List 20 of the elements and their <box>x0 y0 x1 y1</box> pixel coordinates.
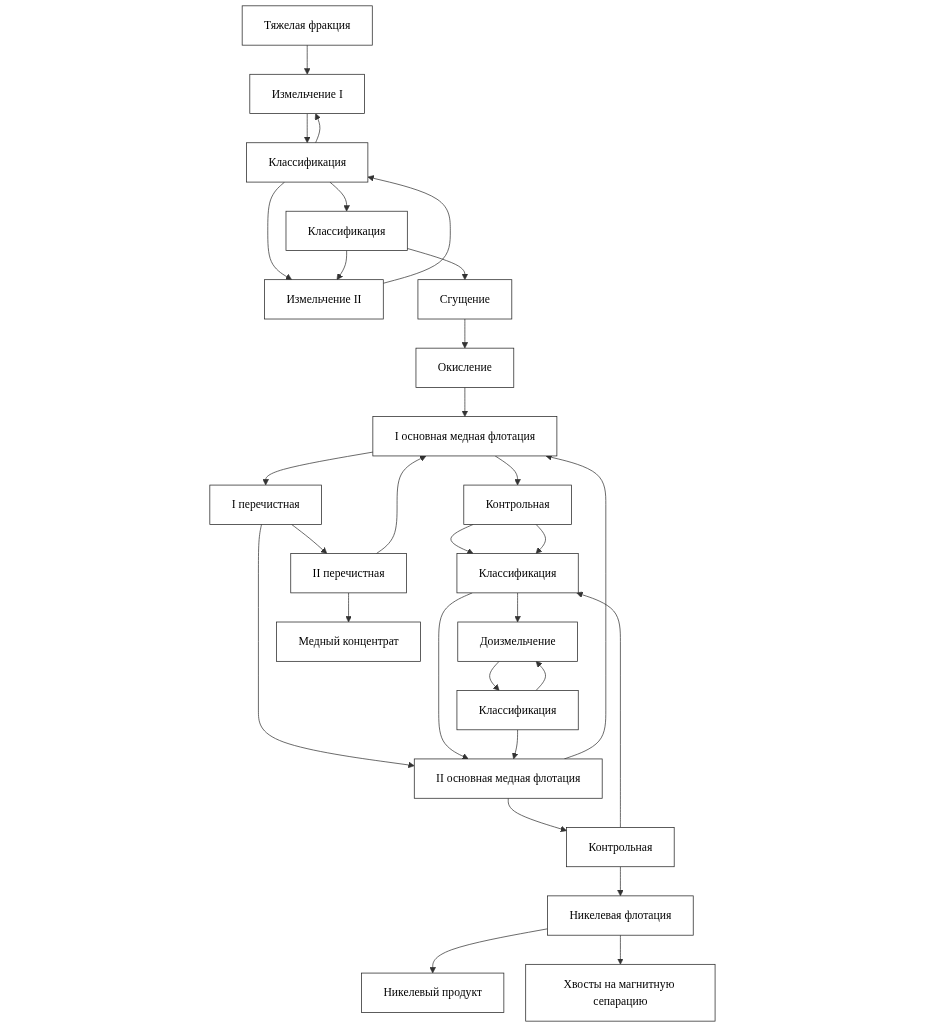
node-box: Классификация <box>285 210 408 251</box>
node-box: Измельчение II <box>264 279 384 320</box>
node-box: Хвосты на магнитную сепарацию <box>525 964 716 1022</box>
node-box: Медный концентрат <box>276 621 421 662</box>
node-box: Классификация <box>456 690 579 731</box>
node-box: Сгущение <box>417 279 513 320</box>
node-box: II основная медная флотация <box>413 758 603 799</box>
node-box: Измельчение I <box>249 73 366 114</box>
node-box: Окисление <box>415 347 515 388</box>
node-box: I перечистная <box>209 484 322 525</box>
node-box: Никелевая флотация <box>547 895 694 936</box>
node-box: Классификация <box>246 142 369 183</box>
node-box: Контрольная <box>566 827 675 868</box>
node-box: Контрольная <box>463 484 572 525</box>
node-box: II перечистная <box>290 553 407 594</box>
node-box: Классификация <box>456 553 579 594</box>
node-box: Никелевый продукт <box>361 972 505 1013</box>
node-box: Доизмельчение <box>457 621 578 662</box>
node-box: Тяжелая фракция <box>241 5 373 46</box>
node-box: I основная медная флотация <box>372 416 558 457</box>
